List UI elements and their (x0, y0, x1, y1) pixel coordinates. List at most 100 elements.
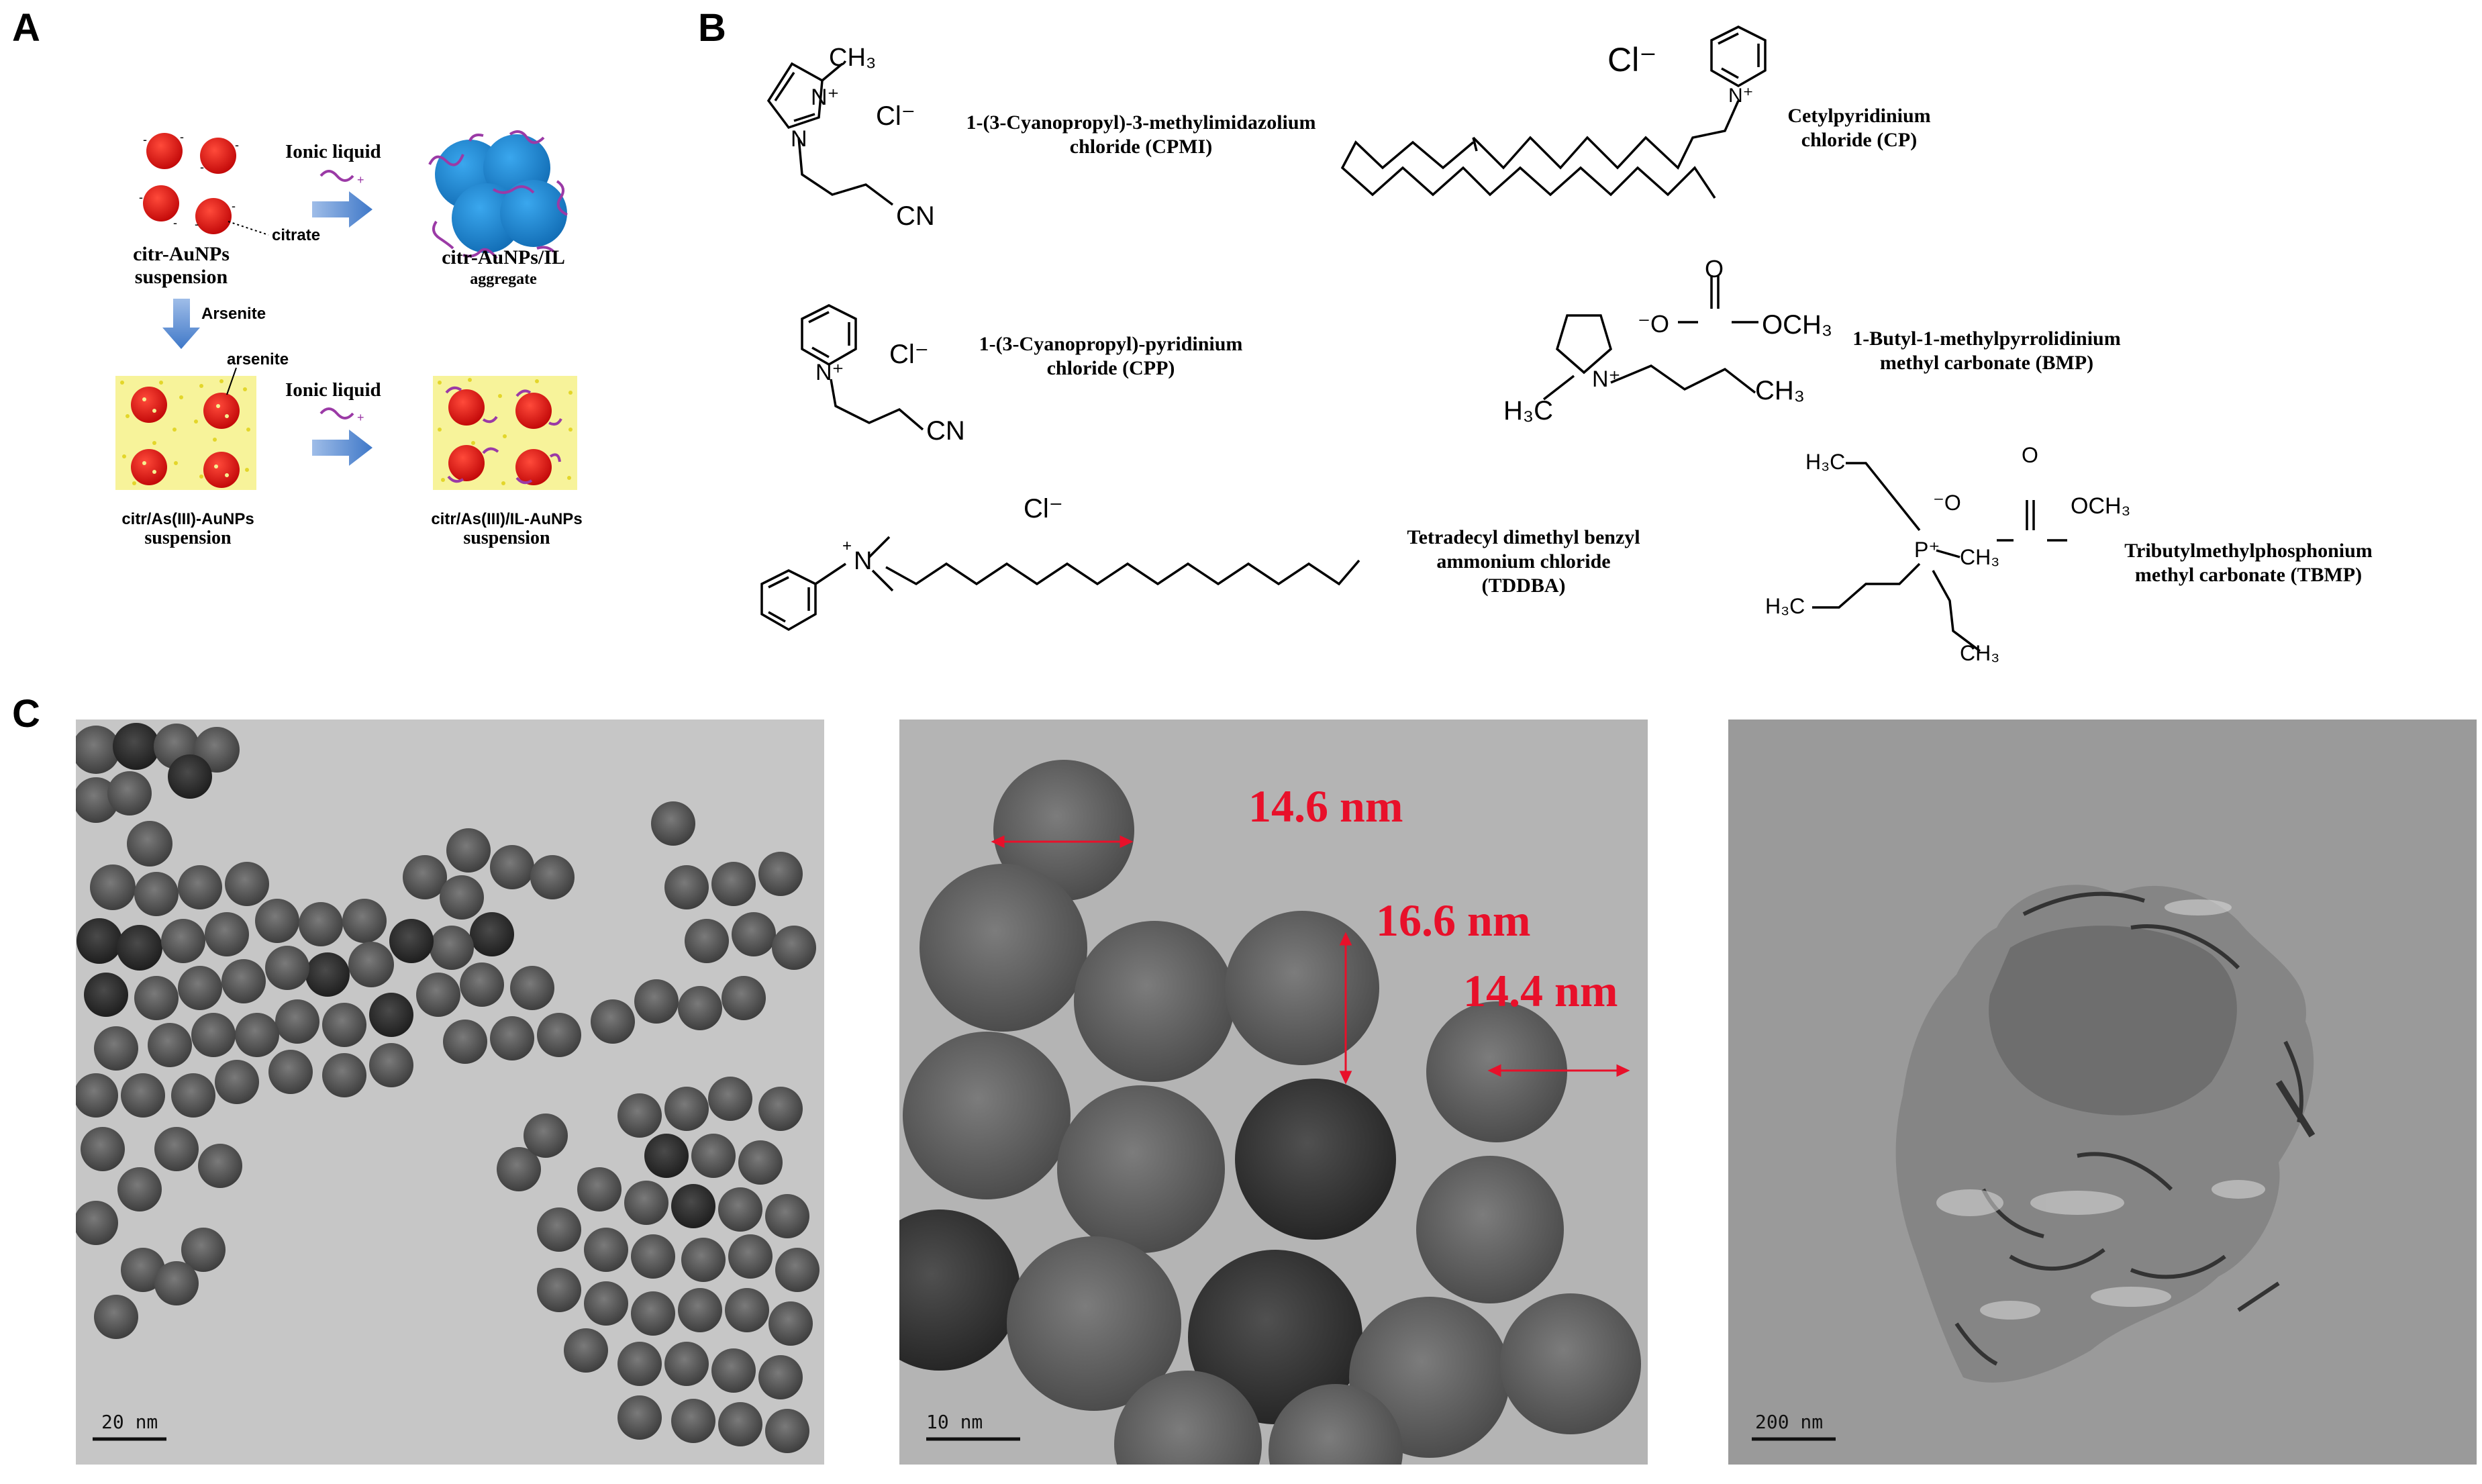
chemical-structures (760, 26, 2067, 652)
tem-image-1-particles (76, 723, 820, 1453)
bmp-och3: OCH₃ (1762, 310, 1833, 340)
tbmp-o-minus: ⁻O (1933, 491, 1961, 515)
svg-text:-: - (200, 160, 204, 174)
cpp-cl: Cl⁻ (889, 340, 929, 369)
svg-text:-: - (139, 191, 143, 204)
tbmp-name-line1: Tributylmethylphosphonium (2124, 540, 2373, 562)
arsenite-il-line1: citr/As(III)/IL-AuNPs (431, 510, 583, 528)
cpmi-name-line1: 1-(3-Cyanopropyl)-3-methylimidazolium (966, 111, 1316, 134)
svg-text:-: - (235, 138, 239, 152)
arsenite-arrow (162, 299, 200, 349)
bmp-structure (1542, 275, 1758, 401)
arsenite-suspension-line2: suspension (144, 528, 232, 548)
cpp-name: 1-(3-Cyanopropyl)-pyridinium chloride (C… (936, 332, 1285, 381)
svg-text:-: - (180, 130, 184, 144)
bmp-h3c: H₃C (1503, 396, 1554, 426)
ionic-liquid-arrow-2: + (312, 407, 373, 466)
tbmp-p-plus: P⁺ (1914, 538, 1940, 562)
cpp-name-line1: 1-(3-Cyanopropyl)-pyridinium (979, 333, 1243, 355)
measurement-14-4: 14.4 nm (1463, 965, 1618, 1016)
tem1-scale-label: 20 nm (101, 1411, 158, 1433)
tbmp-och3: OCH₃ (2071, 493, 2131, 519)
tem-image-3-aggregate (1752, 885, 2316, 1441)
cpp-cn: CN (926, 416, 965, 446)
svg-text:-: - (195, 217, 199, 231)
ionic-liquid-arrow-1: + (312, 170, 373, 228)
bmp-name-line2: methyl carbonate (BMP) (1879, 352, 2094, 374)
scheme-a: - - - - - - - - + (115, 130, 577, 490)
citr-aunps-line2: suspension (134, 266, 228, 288)
tem-image-1: 20 nm (76, 720, 824, 1465)
arsenite-suspension (115, 367, 256, 490)
cpmi-name: 1-(3-Cyanopropyl)-3-methylimidazolium ch… (933, 111, 1349, 159)
tbmp-ch3: CH₃ (1960, 545, 2000, 569)
svg-text:-: - (143, 133, 147, 146)
cpp-structure (801, 304, 924, 431)
arsenite-arrow-label: Arsenite (201, 305, 266, 323)
tem-image-3: 200 nm (1728, 720, 2477, 1465)
svg-text:-: - (173, 216, 177, 230)
tddba-name-line3: (TDDBA) (1481, 575, 1566, 597)
tem-image-2: 14.6 nm 16.6 nm 14.4 nm 10 nm (899, 720, 1648, 1465)
aggregate-label: citr-AuNPs/IL aggregate (416, 247, 591, 290)
citr-aunps-label: citr-AuNPs suspension (94, 243, 268, 289)
panel-label-b: B (698, 6, 726, 50)
cpmi-ch3: CH₃ (829, 44, 877, 72)
bmp-name-line1: 1-Butyl-1-methylpyrrolidinium (1852, 328, 2121, 350)
cpmi-name-line2: chloride (CPMI) (1069, 136, 1213, 158)
tem3-scale-label: 200 nm (1755, 1411, 1824, 1433)
cp-structure (1340, 26, 1767, 199)
measurement-14-6: 14.6 nm (1248, 781, 1403, 832)
citr-aunps-particles: - - - - - - - - (139, 130, 269, 236)
cpmi-n: N (791, 126, 807, 152)
bmp-name: 1-Butyl-1-methylpyrrolidinium methyl car… (1826, 327, 2148, 375)
measurement-16-6: 16.6 nm (1376, 895, 1531, 946)
bmp-o: O (1705, 255, 1724, 283)
aggregate-line1: citr-AuNPs/IL (442, 246, 565, 268)
cpmi-structure (766, 62, 894, 206)
ionic-liquid-label-2: Ionic liquid (285, 379, 381, 401)
cpp-n-plus: N⁺ (815, 360, 844, 385)
cp-name-line2: chloride (CP) (1801, 129, 1918, 151)
cp-n-plus: N⁺ (1728, 85, 1754, 107)
arsenite-il-label: citr/As(III)/IL-AuNPs suspension (403, 510, 611, 548)
cp-name-line1: Cetylpyridinium (1787, 105, 1931, 127)
bmp-n-plus: N⁺ (1592, 366, 1621, 392)
svg-text:-: - (232, 199, 236, 213)
tddba-name: Tetradecyl dimethyl benzyl ammonium chlo… (1383, 526, 1665, 598)
tddba-structure (760, 536, 1360, 632)
citrate-label: citrate (272, 226, 321, 244)
arsenite-suspension-label: citr/As(III)-AuNPs suspension (87, 510, 289, 548)
tem-image-2-particles (899, 760, 1641, 1465)
tbmp-structure (1812, 462, 2067, 652)
ionic-liquid-label-1: Ionic liquid (285, 141, 381, 162)
tbmp-h3c-bottom: H₃C (1765, 594, 1805, 618)
svg-text:+: + (357, 173, 364, 187)
tbmp-o: O (2022, 443, 2038, 467)
arsenite-suspension-line1: citr/As(III)-AuNPs (121, 510, 254, 528)
bmp-o-minus: ⁻O (1638, 310, 1670, 338)
cpmi-cn: CN (896, 201, 935, 231)
cpmi-n-plus: N⁺ (811, 85, 840, 110)
panel-label-c: C (12, 692, 40, 736)
cp-cl: Cl⁻ (1607, 41, 1657, 79)
tbmp-name-line2: methyl carbonate (TBMP) (2134, 564, 2363, 586)
aggregate-line2: aggregate (470, 270, 537, 288)
panel-label-a: A (12, 6, 40, 50)
tbmp-h3c-top: H₃C (1805, 450, 1846, 474)
tddba-name-line1: Tetradecyl dimethyl benzyl (1407, 526, 1640, 548)
cpp-name-line2: chloride (CPP) (1046, 357, 1175, 379)
cp-name: Cetylpyridinium chloride (CP) (1758, 104, 1960, 152)
svg-text:+: + (357, 411, 364, 424)
tbmp-ch3-bottom: CH₃ (1960, 641, 2000, 665)
tbmp-name: Tributylmethylphosphonium methyl carbona… (2094, 539, 2403, 587)
bmp-ch3: CH₃ (1755, 376, 1805, 405)
tddba-name-line2: ammonium chloride (1436, 550, 1611, 573)
citr-aunps-line1: citr-AuNPs (133, 243, 230, 265)
arsenite-il-suspension (433, 376, 577, 490)
arsenite-il-line2: suspension (463, 528, 550, 548)
tddba-n: N (854, 547, 873, 575)
tddba-plus: + (842, 537, 852, 555)
arsenite-label: arsenite (227, 350, 289, 368)
cpmi-cl: Cl⁻ (876, 101, 915, 131)
